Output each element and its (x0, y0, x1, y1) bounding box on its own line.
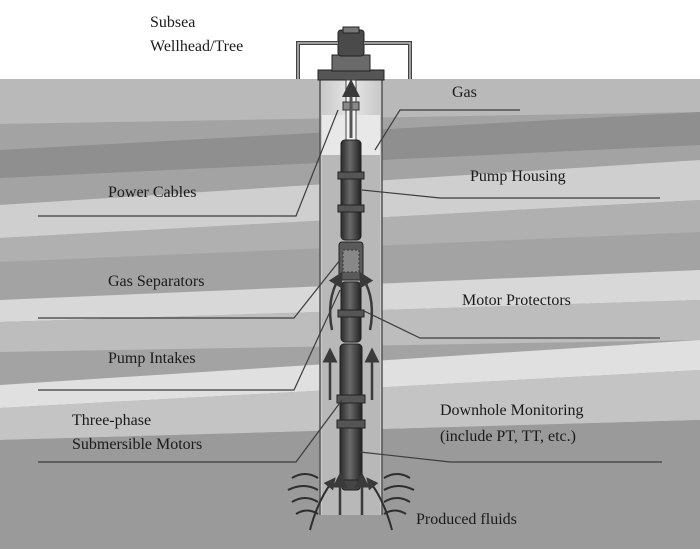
label-monitoring-line2: (include PT, TT, etc.) (440, 428, 576, 445)
leader-power-cables (38, 109, 339, 217)
leader-lines (38, 109, 662, 463)
leader-monitoring (359, 451, 662, 463)
leader-gas (374, 109, 520, 151)
leader-motor-protectors (361, 309, 660, 339)
label-wellhead-line1: Subsea (150, 14, 196, 31)
label-gas-separators: Gas Separators (108, 273, 205, 290)
motor-section (339, 343, 363, 481)
inflow-right-2 (383, 485, 415, 491)
inflow-left-2 (287, 485, 319, 491)
pump-joint-1 (337, 171, 365, 180)
label-motors-line2: Submersible Motors (72, 436, 203, 453)
label-motor-protectors: Motor Protectors (462, 292, 571, 309)
label-motors-line1: Three-phase (72, 412, 152, 429)
pump-joint-2 (337, 204, 365, 213)
wellhead-top (337, 29, 365, 57)
flowline-left-inner (297, 42, 338, 79)
leader-pump-housing (361, 189, 660, 199)
monitoring-sensor (341, 479, 361, 491)
esp-string (336, 79, 366, 491)
wellhead-body (331, 54, 371, 72)
inflow-left-1 (291, 473, 319, 479)
label-pump-intakes: Pump Intakes (108, 350, 196, 367)
protector-joint (337, 309, 365, 318)
label-power-cables: Power Cables (108, 184, 197, 201)
inflow-arrow-left (309, 477, 336, 531)
flow-arrows (322, 271, 380, 515)
motor-joint-1 (336, 394, 366, 404)
label-monitoring-line1: Downhole Monitoring (440, 402, 584, 419)
label-wellhead-line2: Wellhead/Tree (150, 38, 244, 55)
label-gas: Gas (452, 84, 477, 101)
inflow-right-3 (383, 497, 411, 503)
inflow-arrow-right (366, 477, 393, 531)
flowline-right-inner (364, 42, 411, 79)
wellhead-cap (342, 26, 360, 34)
leader-motors (38, 399, 343, 463)
leader-gas-separators (38, 259, 341, 319)
pump-section-1 (340, 139, 362, 241)
label-produced-fluids: Produced fluids (416, 511, 517, 528)
motor-joint-2 (336, 419, 366, 429)
inflow-right-1 (383, 473, 411, 479)
separator-vanes (342, 249, 360, 273)
label-pump-housing: Pump Housing (470, 168, 566, 185)
wellhead-tree (296, 26, 412, 81)
perforation-inflow (287, 473, 415, 531)
arrow-right-curve (359, 271, 374, 331)
inflow-left-3 (291, 497, 319, 503)
leader-pump-intakes (38, 289, 341, 391)
arrow-left-curve (328, 271, 343, 331)
